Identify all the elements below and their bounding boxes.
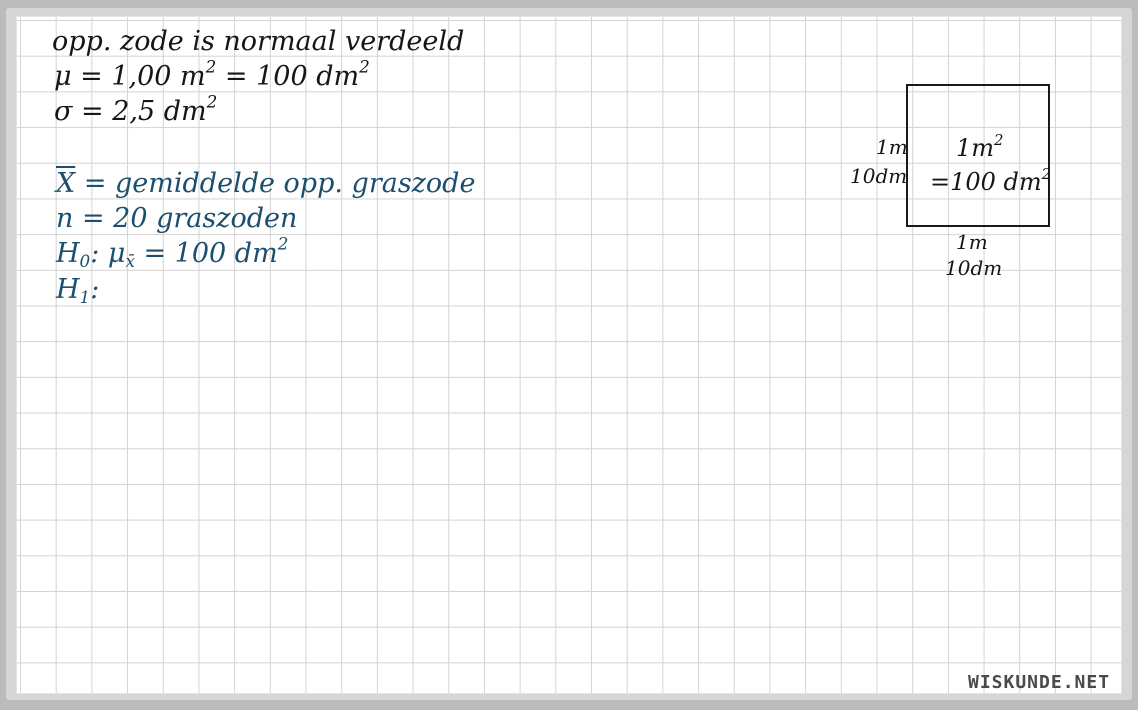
mu-rest-text: = 100 dm [216,61,360,92]
h1-colon: : [90,274,100,305]
side-bottom-dm-text: 10dm [945,256,1003,280]
h0-value: = 100 dm [134,238,278,269]
area-m2-text: 1m [956,134,995,162]
note-sigma: σ = 2,5 dm2 [54,93,217,127]
h1-label: H [56,274,80,305]
xbar-symbol: X [56,168,76,199]
area-dm2: =100 dm2 [930,166,1051,196]
side-bottom-m-text: 1m [956,230,988,254]
note-h0: H0: μx̄ = 100 dm2 [56,235,288,269]
h0-subscript: 0 [79,251,91,272]
area-dm2-exponent: 2 [1041,164,1052,183]
h0-label: H [56,238,80,269]
note-sample-size: n = 20 graszoden [56,205,297,232]
h0-mu-subscript: x̄ [125,251,135,272]
note-xbar: X = gemiddelde opp. graszode [56,170,475,197]
side-left-dm: 10dm [850,166,907,186]
mu-exponent: 2 [205,56,217,77]
side-left-dm-text: 10dm [850,164,908,188]
area-m2: 1m2 [956,132,1004,162]
sigma-exponent: 2 [206,91,218,112]
sample-size-text: n = 20 graszoden [56,203,298,234]
side-left-m: 1m [876,137,908,157]
note-distribution: opp. zode is normaal verdeeld [52,28,464,55]
area-m2-exponent: 2 [994,130,1004,149]
h1-subscript: 1 [79,287,91,308]
grid-paper [16,16,1122,694]
area-dm2-text: =100 dm [930,168,1042,196]
h0-mu: : μ [90,238,126,269]
side-bottom-dm: 10dm [945,258,1002,278]
note-mu: μ = 1,00 m2 = 100 dm2 [54,58,370,92]
mu-rest-exponent: 2 [359,56,370,77]
mu-text: μ = 1,00 m [54,61,206,92]
h0-exponent: 2 [277,233,289,254]
side-bottom-m: 1m [956,232,988,252]
wiskunde-logo: WISKUNDE.NET [968,672,1111,693]
note-distribution-text: opp. zode is normaal verdeeld [52,26,465,57]
side-left-m-text: 1m [876,135,908,159]
xbar-definition: = gemiddelde opp. graszode [75,168,476,199]
sigma-text: σ = 2,5 dm [54,96,207,127]
note-h1: H1: [56,274,100,305]
square-meter-diagram [906,84,1050,227]
